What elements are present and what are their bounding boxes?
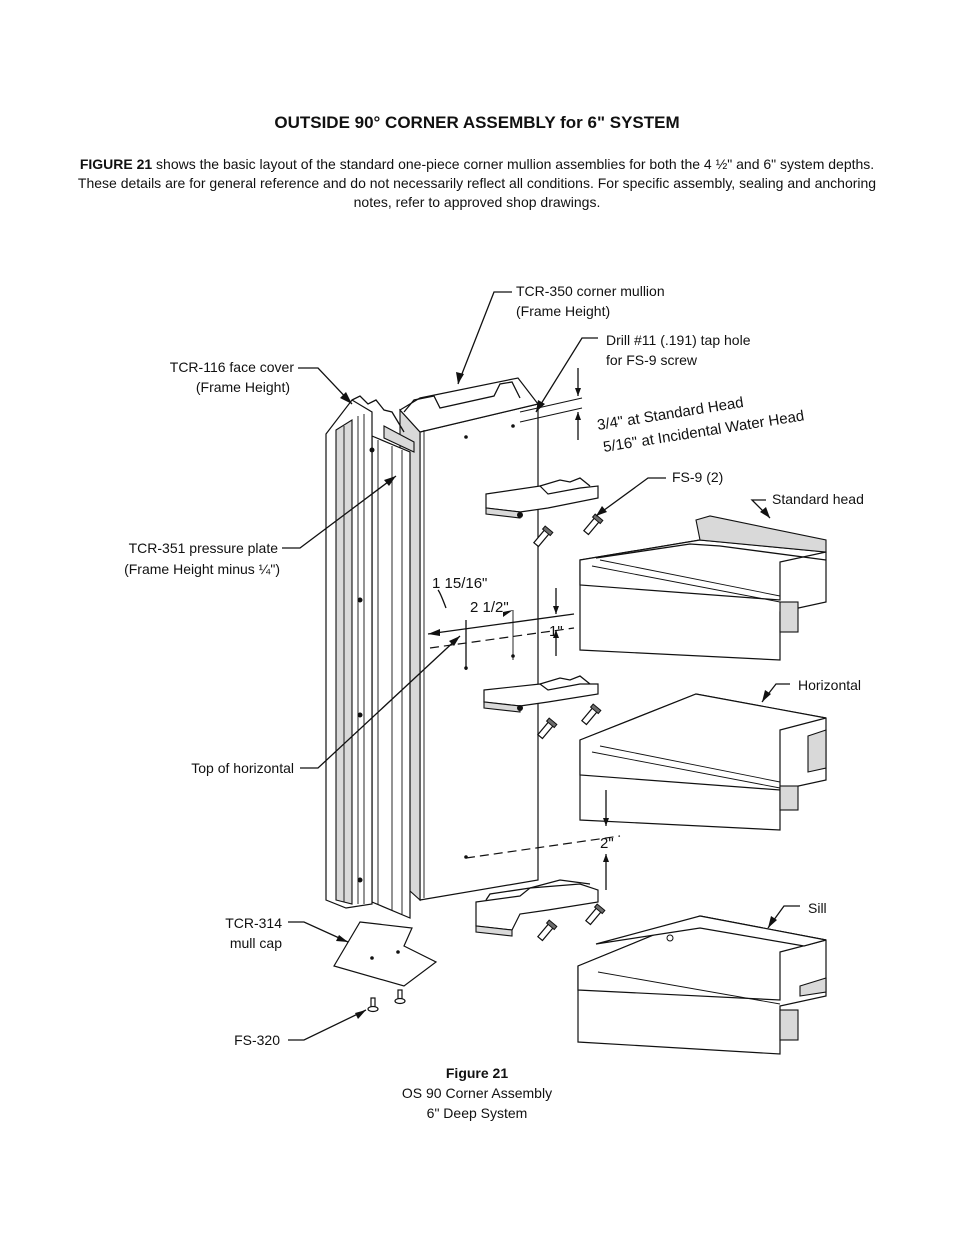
label-fs320: FS-320 [234, 1032, 280, 1048]
label-dim-1: 1" [549, 623, 563, 640]
face-cover [325, 395, 405, 909]
label-dim-1-15-16: 1 15/16" [432, 575, 487, 592]
label-tcr116-line2: (Frame Height) [196, 379, 290, 395]
fs9-screws [532, 513, 606, 942]
label-dim-2: 2" [600, 835, 614, 852]
label-tcr351-line1: TCR-351 pressure plate [129, 540, 279, 556]
horizontal-clip [483, 675, 599, 713]
caption-line2: 6" Deep System [426, 1105, 528, 1121]
label-tcr350-line1: TCR-350 corner mullion [516, 283, 665, 299]
fs320-screws [367, 989, 406, 1013]
head-clip [485, 477, 599, 519]
standard-head-member [579, 515, 827, 661]
intro-paragraph: FIGURE 21 shows the basic layout of the … [60, 155, 894, 212]
dimension-lines [427, 368, 621, 890]
label-fs9: FS-9 (2) [672, 469, 723, 485]
label-tcr314-line2: mull cap [230, 935, 282, 951]
page-title: OUTSIDE 90° CORNER ASSEMBLY for 6" SYSTE… [274, 113, 680, 132]
label-tcr350-line2: (Frame Height) [516, 303, 610, 319]
label-dim-2-1-2: 2 1/2" [470, 599, 509, 616]
label-tcr351-line2: (Frame Height minus ¼") [124, 561, 280, 577]
leader-lines [282, 291, 800, 1041]
caption-title: Figure 21 [445, 1065, 509, 1081]
label-tcr314-line1: TCR-314 [225, 915, 282, 931]
pressure-plate [371, 425, 415, 919]
label-sill: Sill [808, 900, 827, 916]
label-tcr116-line1: TCR-116 face cover [170, 359, 295, 375]
sill-clip [475, 879, 599, 937]
intro-lead: FIGURE 21 [79, 156, 153, 172]
corner-mullion [399, 377, 540, 902]
label-top-of-horizontal: Top of horizontal [191, 760, 294, 776]
label-standard-head: Standard head [772, 491, 864, 507]
sill-member [577, 915, 827, 1055]
label-drill-line2: for FS-9 screw [606, 352, 698, 368]
intro-text: shows the basic layout of the standard o… [77, 156, 877, 210]
mull-cap [333, 921, 438, 987]
label-drill-line1: Drill #11 (.191) tap hole [606, 332, 751, 348]
caption-line1: OS 90 Corner Assembly [401, 1085, 553, 1101]
figure-caption: Figure 21 OS 90 Corner Assembly 6" Deep … [0, 1063, 954, 1123]
horizontal-member [579, 693, 827, 831]
label-horizontal: Horizontal [798, 677, 861, 693]
